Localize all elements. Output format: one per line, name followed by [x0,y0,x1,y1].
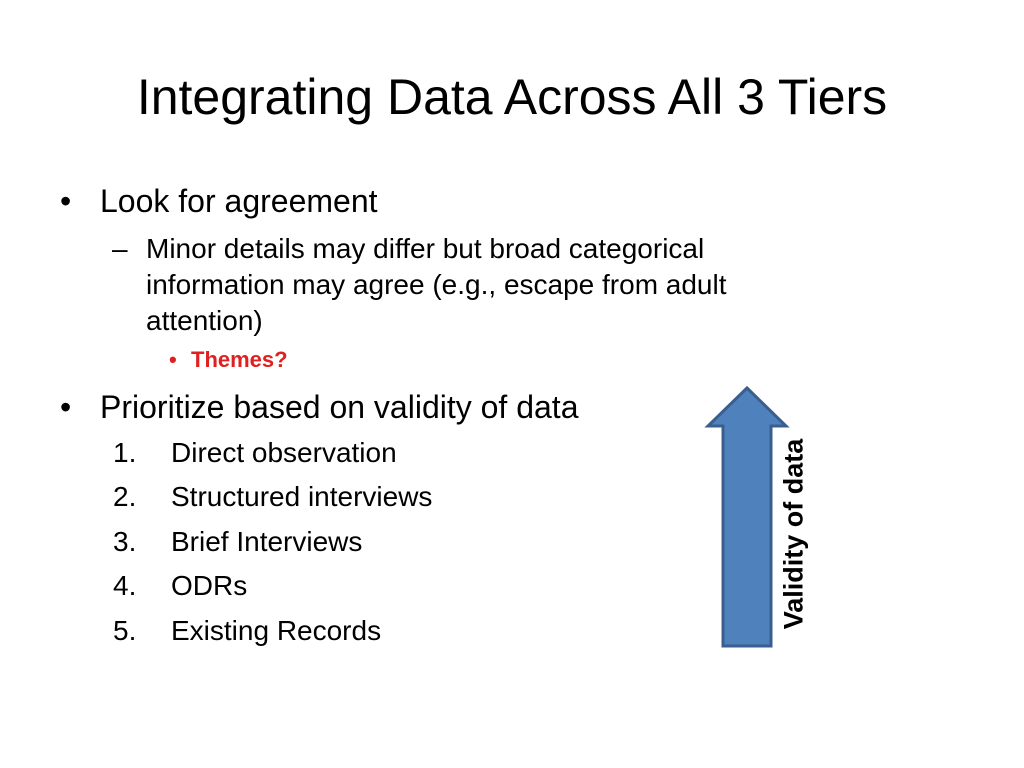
arrow-shape [704,385,790,648]
bullet-mark: • [60,389,72,425]
item-number: 4. [113,570,137,601]
bullet-mark: • [60,183,72,219]
bullet-mark: • [169,347,177,372]
item-text: Direct observation [171,437,397,468]
item-text: ODRs [171,570,248,601]
up-arrow-icon [704,385,790,648]
item-text: Brief Interviews [171,526,363,557]
sub-bullet-text: Minor details may differ but broad categ… [146,233,727,336]
dash-mark: – [112,233,128,264]
bullet-item: • Prioritize based on validity of data [60,387,579,427]
item-text: Existing Records [171,615,382,646]
bullet-item: • Look for agreement [60,181,378,221]
bullet-text: Look for agreement [100,183,378,219]
themes-text: Themes? [191,347,288,372]
item-text: Structured interviews [171,481,433,512]
slide-title: Integrating Data Across All 3 Tiers [136,69,888,125]
item-number: 2. [113,481,137,512]
sub-sub-bullet-item: • Themes? [169,345,288,375]
bullet-text: Prioritize based on validity of data [100,389,579,425]
sub-bullet-item: – Minor details may differ but broad cat… [112,231,846,339]
item-number: 1. [113,437,137,468]
item-number: 3. [113,526,137,557]
item-number: 5. [113,615,137,646]
arrow-label: Validity of data [778,438,809,630]
